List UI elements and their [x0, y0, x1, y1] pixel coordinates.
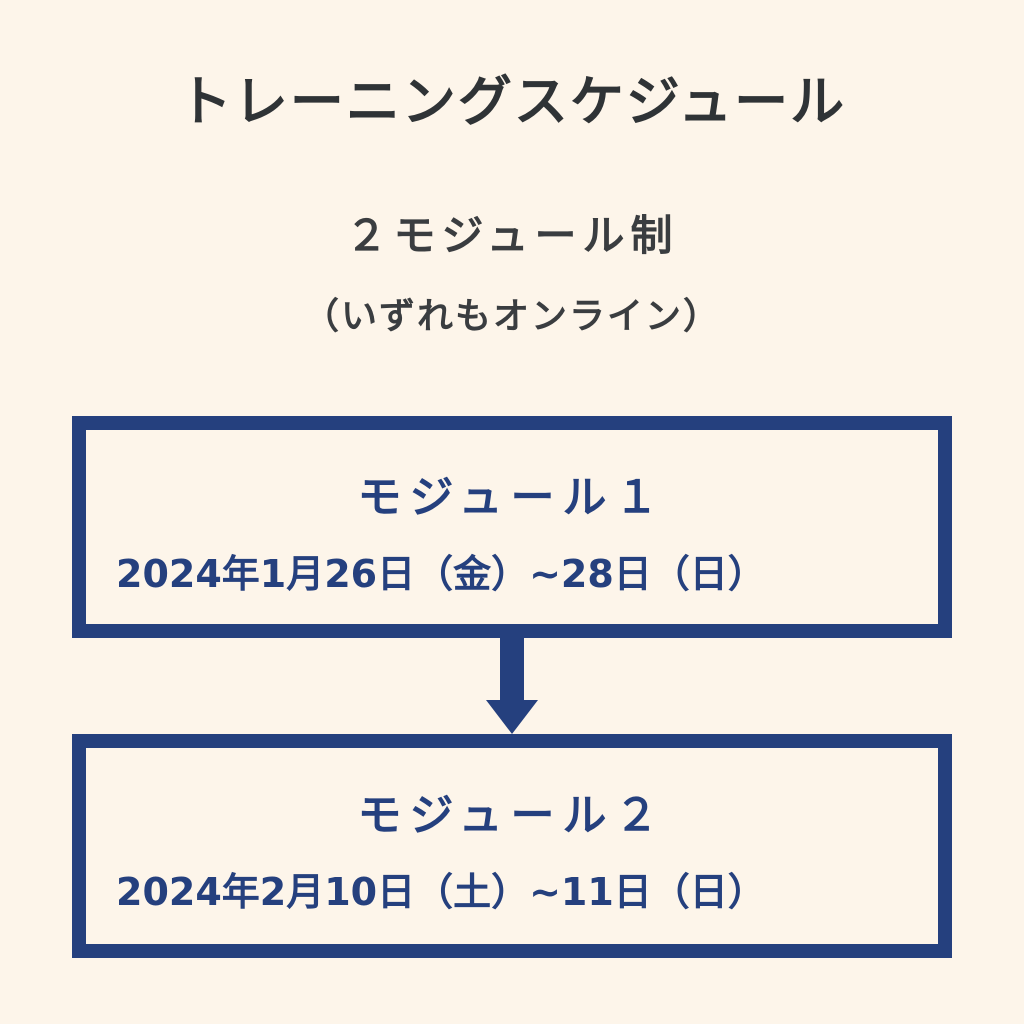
module-1-box: モジュール１ 2024年1月26日（金）~28日（日）: [72, 416, 952, 638]
module-2-dates: 2024年2月10日（土）~11日（日）: [116, 870, 766, 914]
module-2-box: モジュール２ 2024年2月10日（土）~11日（日）: [72, 734, 952, 958]
down-arrow-icon: [486, 638, 538, 734]
page-title: トレーニングスケジュール: [177, 70, 847, 133]
format-note: （いずれもオンライン）: [302, 296, 721, 337]
module-2-title: モジュール２: [357, 790, 667, 841]
module-1-title: モジュール１: [357, 472, 667, 523]
format-subtitle: ２モジュール制: [345, 211, 679, 260]
module-1-dates: 2024年1月26日（金）~28日（日）: [116, 552, 766, 596]
